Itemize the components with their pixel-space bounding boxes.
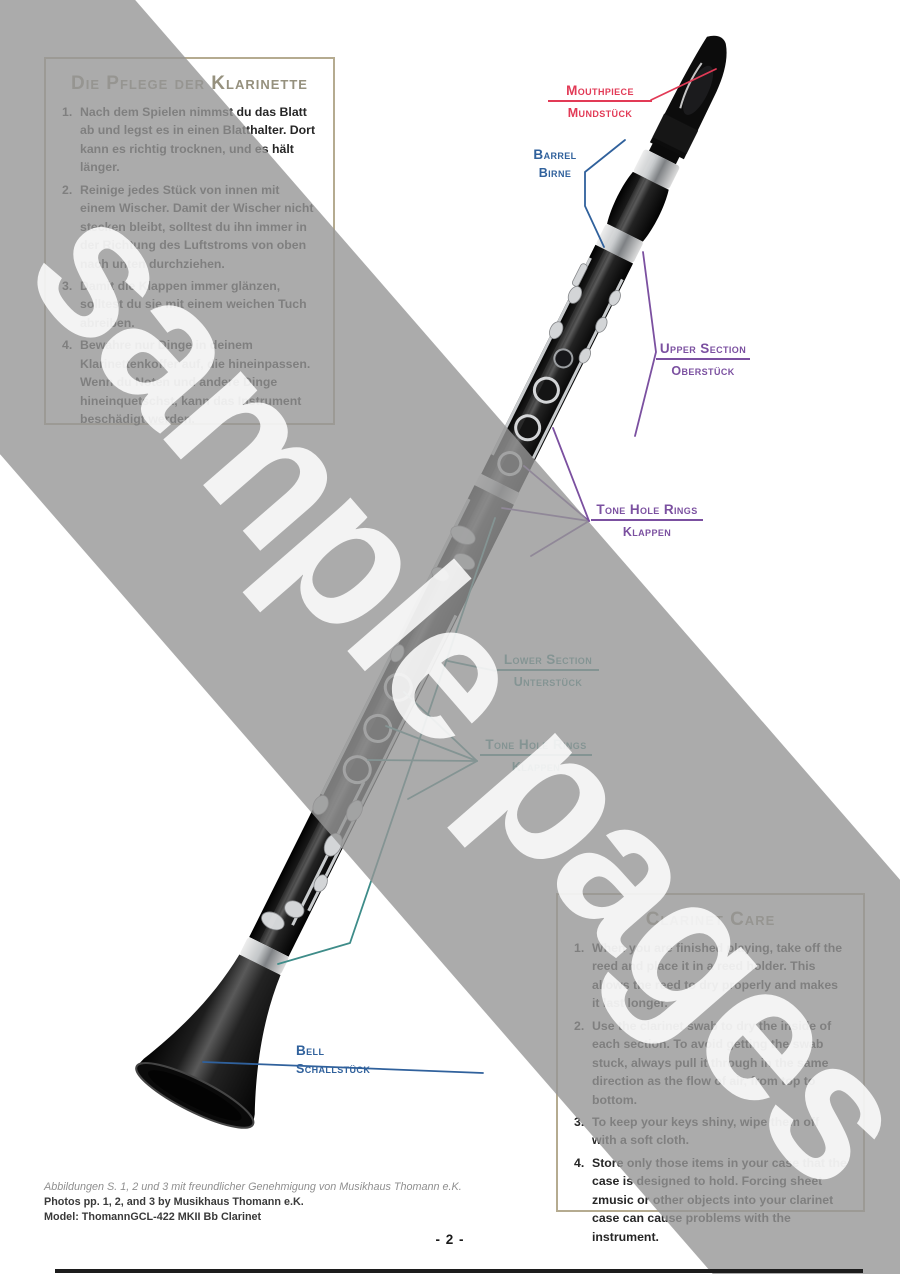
tone-hole-rings-lower-label-en: Tone Hole Rings [480, 737, 592, 757]
upper-section-label-en: Upper Section [656, 341, 750, 361]
barrel-label-de: Birne [538, 166, 572, 181]
upper-section-label-de: Oberstück [671, 364, 735, 379]
part-label-bell: Bell Schallstück [296, 1043, 388, 1077]
part-label-upper-section: Upper Section Oberstück [656, 341, 750, 379]
tone-hole-rings-upper-label-en: Tone Hole Rings [591, 502, 703, 522]
part-label-tone-hole-rings-lower: Tone Hole Rings Klappen [480, 737, 592, 775]
mouthpiece-label-de: Mundstück [567, 106, 633, 121]
bell-label-en: Bell [296, 1043, 325, 1058]
mouthpiece-label-en: Mouthpiece [548, 83, 652, 103]
clarinet-photo [135, 35, 727, 1129]
bell-label-de: Schallstück [296, 1062, 371, 1077]
lower-section-label-en: Lower Section [497, 652, 599, 672]
part-label-tone-hole-rings-upper: Tone Hole Rings Klappen [591, 502, 703, 540]
part-label-lower-section: Lower Section Unterstück [497, 652, 599, 690]
lower-section-label-de: Unterstück [513, 675, 583, 690]
tone-hole-rings-upper-label-de: Klappen [622, 525, 672, 540]
barrel-label-en: Barrel [533, 147, 577, 162]
part-label-barrel: Barrel Birne [524, 147, 586, 181]
lower-key-rod-right [307, 614, 458, 912]
page-bottom-rule [55, 1269, 863, 1273]
part-label-mouthpiece: Mouthpiece Mundstück [548, 83, 652, 121]
tone-hole-rings-lower-label-de: Klappen [511, 760, 561, 775]
body-gloss-highlight [260, 155, 656, 944]
upper-section-leader-bracket [634, 251, 657, 437]
